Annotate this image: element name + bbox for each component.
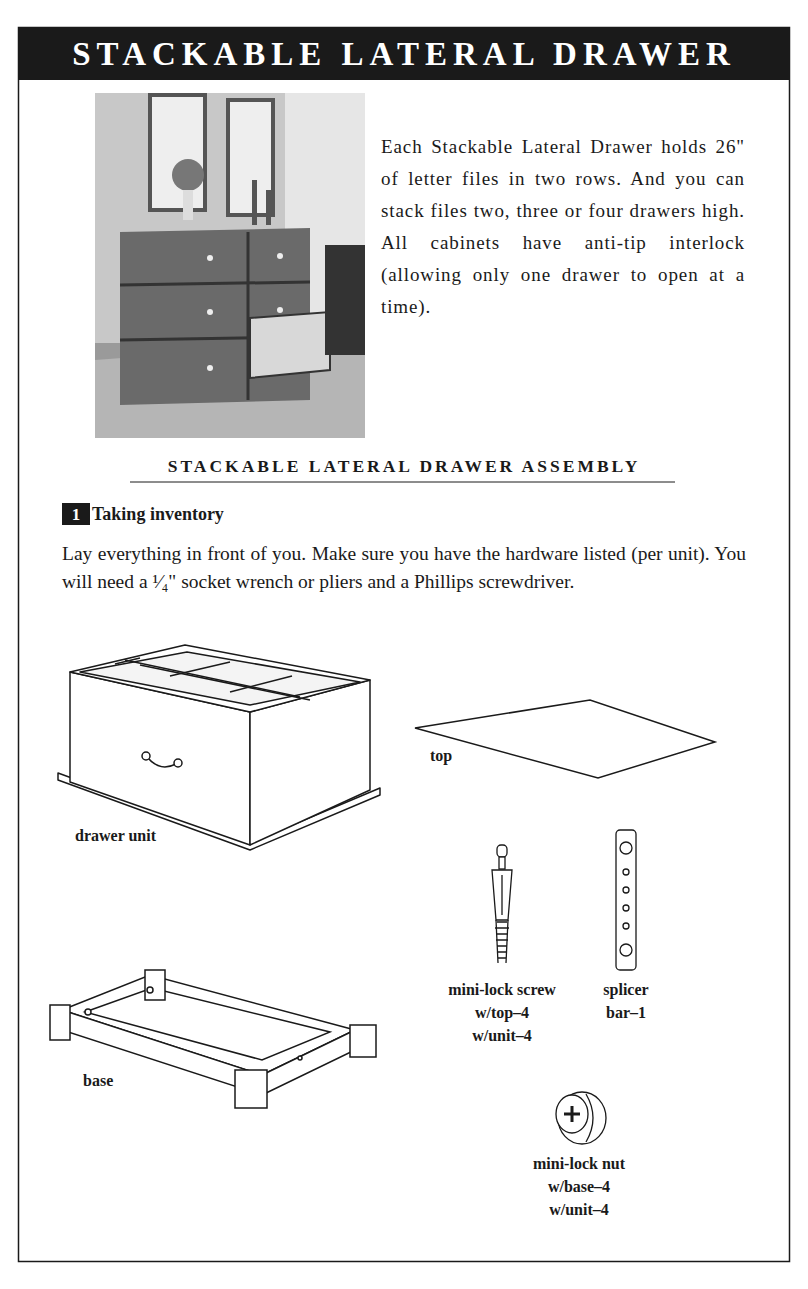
- part-quantity: bar–1: [586, 1002, 666, 1024]
- part-quantity: w/top–4: [432, 1002, 572, 1024]
- part-name: splicer: [586, 979, 666, 1001]
- part-quantity: w/unit–4: [509, 1199, 649, 1221]
- page-title: STACKABLE LATERAL DRAWER: [18, 33, 790, 75]
- part-name: mini-lock screw: [432, 979, 572, 1001]
- part-name: base: [83, 1070, 183, 1092]
- instructions-text: Lay everything in front of you. Make sur…: [62, 540, 746, 596]
- screw-drawing: [492, 845, 512, 963]
- top-panel-drawing: [415, 700, 715, 778]
- part-quantity: w/base–4: [509, 1176, 649, 1198]
- part-name: drawer unit: [75, 825, 275, 847]
- splicer-bar-drawing: [616, 830, 636, 970]
- step-number-box: 1: [62, 503, 90, 525]
- intro-text: Each Stackable Lateral Drawer holds 26" …: [381, 131, 745, 323]
- photo: [95, 93, 365, 438]
- nut-drawing: [556, 1092, 606, 1144]
- part-name: top: [430, 745, 530, 767]
- part-name: mini-lock nut: [509, 1153, 649, 1175]
- header-band: [18, 27, 790, 80]
- step-heading: Taking inventory: [92, 503, 392, 525]
- part-quantity: w/unit–4: [432, 1025, 572, 1047]
- heading-rule: [130, 482, 675, 483]
- base-drawing: [50, 970, 376, 1108]
- section-heading: STACKABLE LATERAL DRAWER ASSEMBLY: [80, 455, 728, 477]
- step-number: 1: [72, 506, 81, 523]
- page-frame: [19, 28, 790, 1262]
- drawer-unit-drawing: [58, 645, 380, 850]
